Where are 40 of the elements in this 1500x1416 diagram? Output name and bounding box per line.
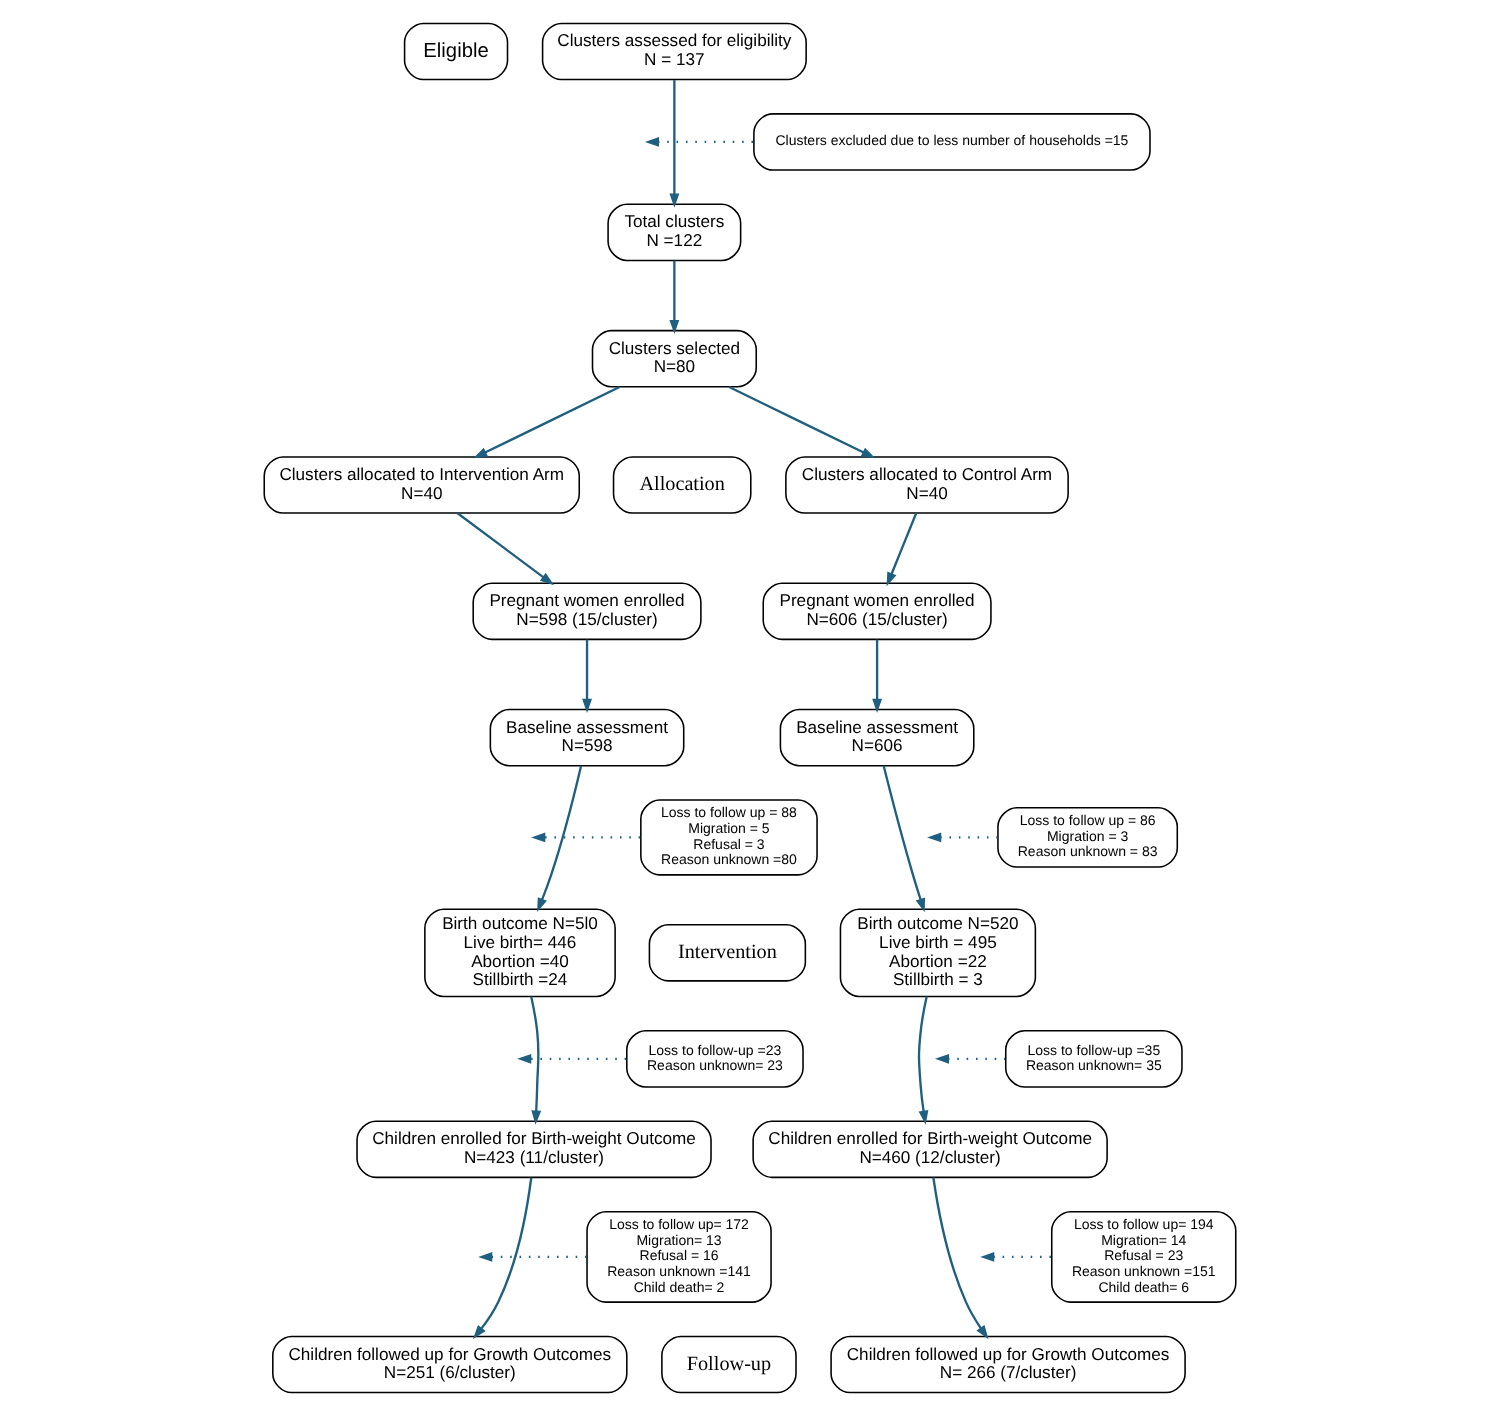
- arrow: [934, 1053, 1006, 1064]
- node-box: Children followed up for Growth Outcomes N= 266 (7/cluster): [830, 1335, 1186, 1394]
- node-box: Birth outcome N=520 Live birth = 495 Abortion =22 Stillbirth = 3: [839, 908, 1037, 998]
- node-box: Pregnant women enrolled N=606 (15/cluster): [762, 582, 992, 641]
- node-box: Eligible: [403, 22, 509, 81]
- node-box: Total clusters N =122: [607, 203, 742, 262]
- node-box: Birth outcome N=5l0 Live birth= 446 Abortion =40 Stillbirth =24: [424, 908, 616, 998]
- node-box: Clusters selected N=80: [591, 329, 757, 388]
- node-box: Children followed up for Growth Outcomes N=251 (6/cluster): [272, 1335, 628, 1394]
- node-box: Allocation: [612, 456, 752, 514]
- node-box: Clusters allocated to Intervention Arm N=40: [263, 456, 580, 514]
- arrow: [530, 996, 542, 1125]
- arrow: [473, 1177, 533, 1339]
- arrow: [886, 512, 918, 587]
- arrow: [517, 1053, 627, 1064]
- node-box: Clusters allocated to Control Arm N=40: [785, 456, 1069, 514]
- arrow: [531, 832, 641, 843]
- arrow: [478, 1252, 587, 1262]
- arrow: [537, 765, 583, 913]
- arrow: [456, 512, 555, 586]
- arrow: [980, 1252, 1052, 1262]
- arrow: [927, 832, 998, 843]
- node-box: Baseline assessment N=598: [489, 708, 685, 767]
- arrow: [669, 260, 680, 334]
- arrow: [582, 639, 592, 713]
- arrow: [669, 80, 680, 208]
- arrow: [728, 385, 876, 459]
- arrow: [473, 385, 621, 459]
- arrow: [882, 765, 926, 913]
- node-box: Intervention: [648, 924, 807, 982]
- arrow: [644, 137, 754, 147]
- node-box: Children enrolled for Birth-weight Outcome N=423 (11/cluster): [356, 1120, 712, 1179]
- arrow: [917, 996, 929, 1125]
- node-box: Children enrolled for Birth-weight Outcome N=460 (12/cluster): [752, 1120, 1108, 1179]
- arrow: [932, 1177, 989, 1340]
- node-box: Baseline assessment N=606: [779, 708, 975, 767]
- node-box: Pregnant women enrolled N=598 (15/cluster): [472, 582, 702, 641]
- arrow: [872, 639, 882, 713]
- node-box: Clusters assessed for eligibility N = 137: [541, 22, 807, 81]
- node-box: Follow-up: [661, 1335, 797, 1394]
